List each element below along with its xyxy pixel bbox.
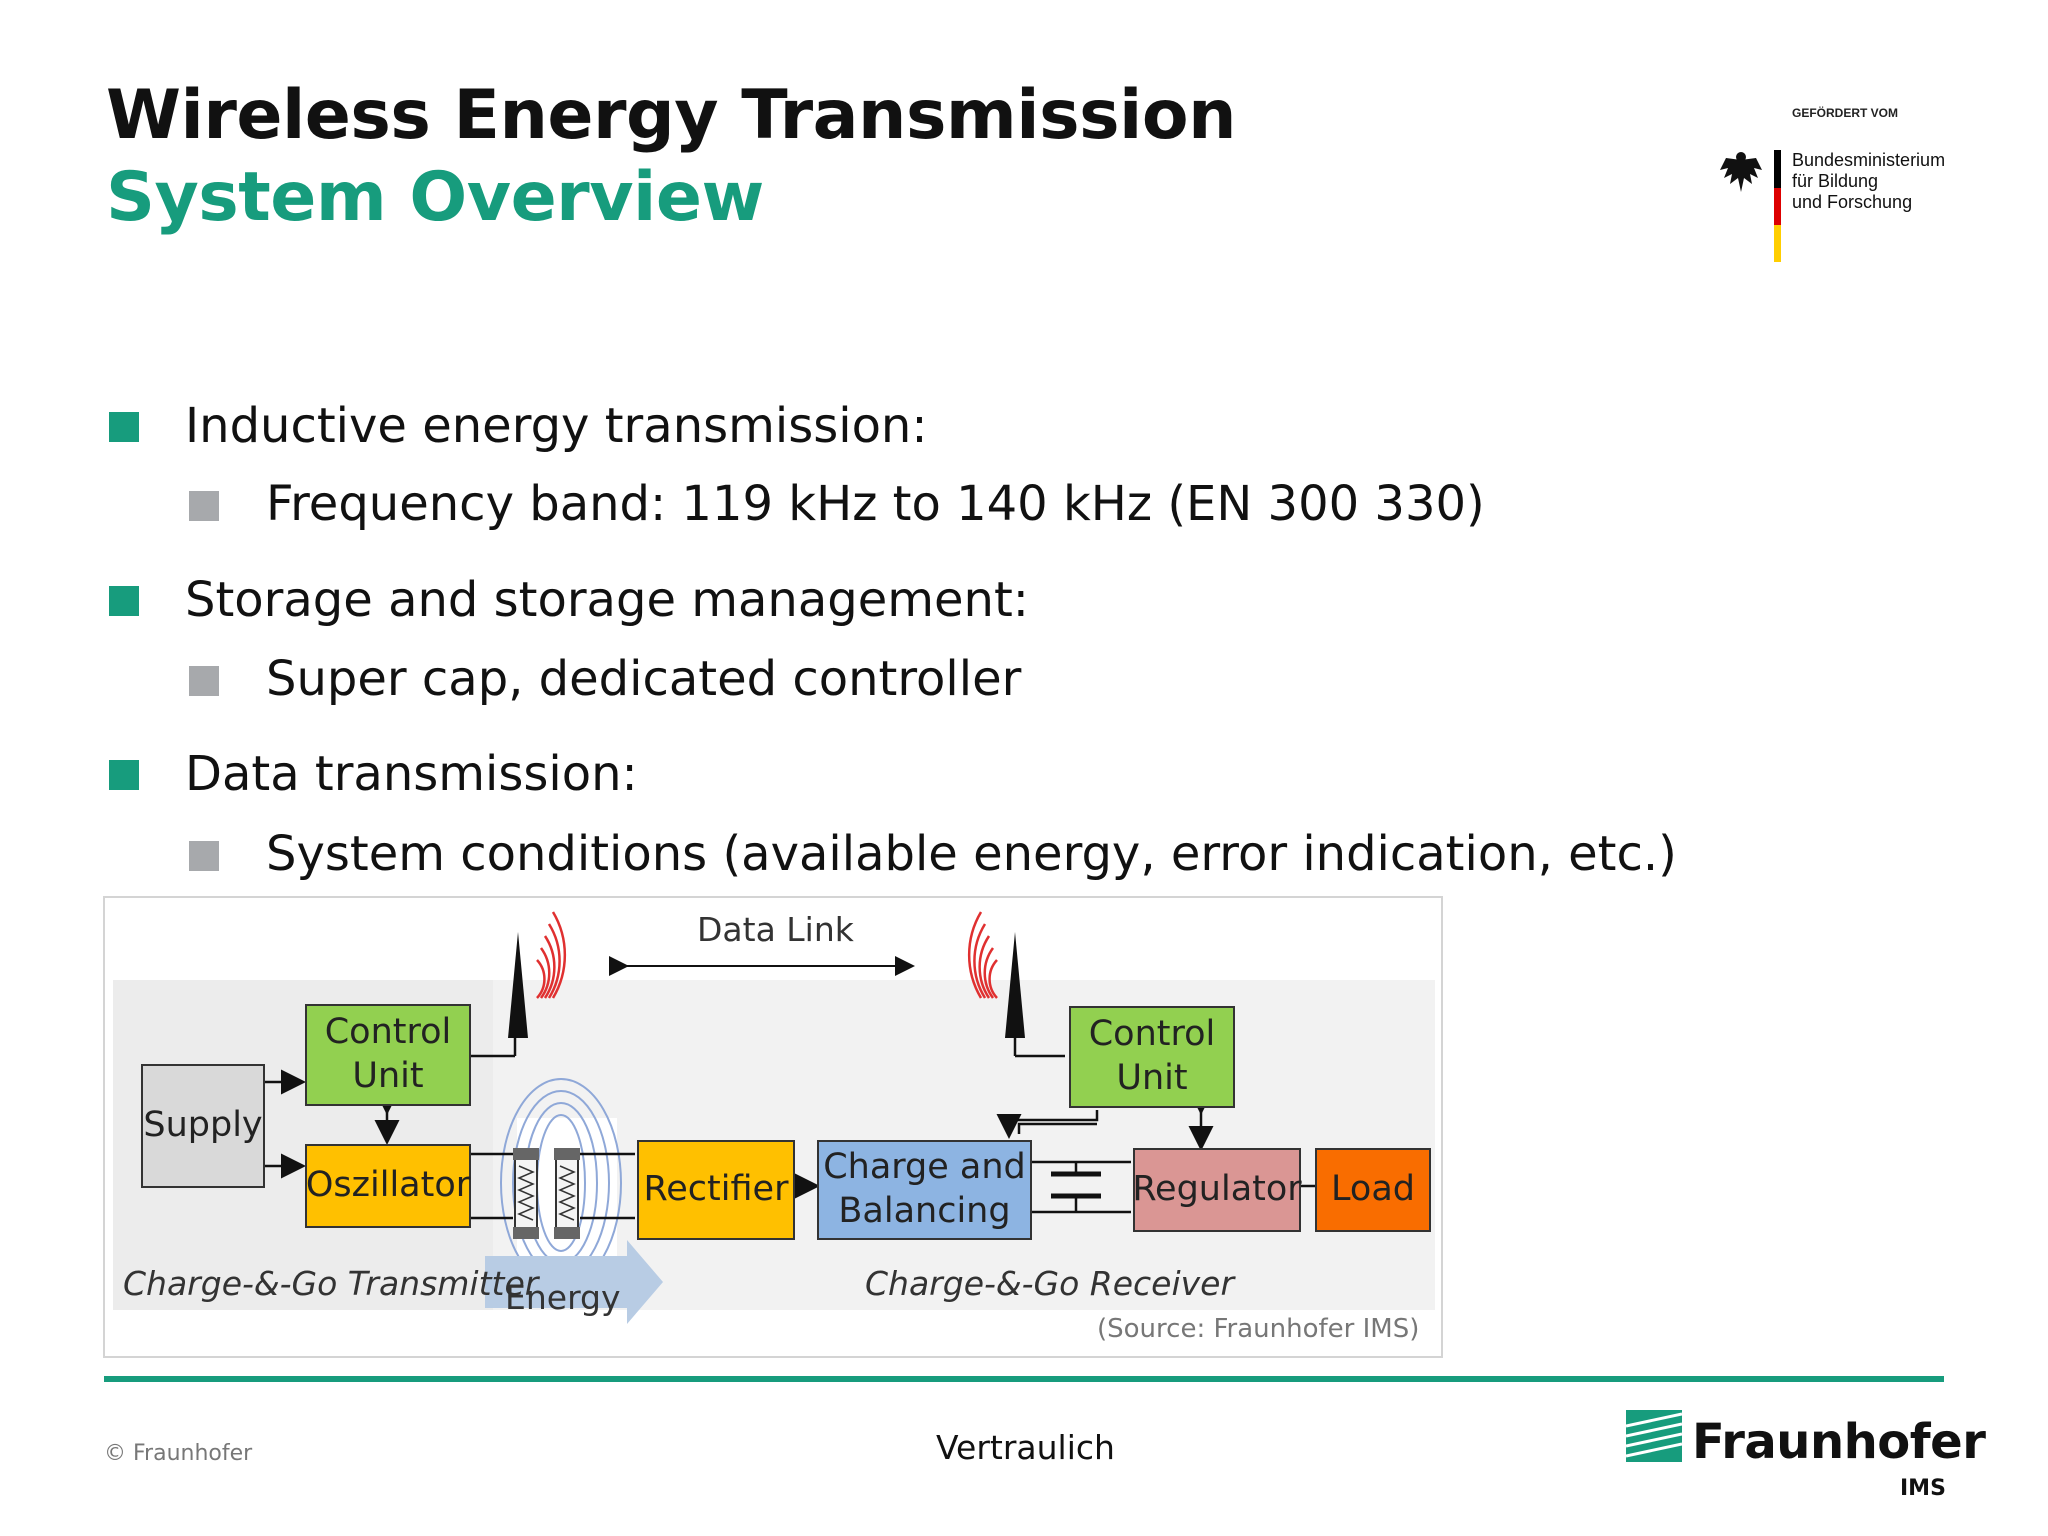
bullet-marker (109, 586, 139, 616)
charge-label-1: Charge and (823, 1147, 1026, 1188)
transmitter-label: Charge-&-Go Transmitter (123, 1264, 539, 1303)
energy-label: Energy (505, 1278, 621, 1317)
oscillator-block: Oszillator (305, 1144, 471, 1228)
federal-eagle-icon (1720, 152, 1762, 192)
supply-block: Supply (141, 1064, 265, 1188)
sponsor-line-1: Bundesministerium (1792, 150, 1946, 170)
receiver-label: Charge-&-Go Receiver (865, 1264, 1235, 1303)
regulator-block: Regulator (1132, 1148, 1302, 1232)
bullet-marker (109, 412, 139, 442)
fraunhofer-logo-icon (1626, 1410, 1682, 1462)
sub-bullet-marker (189, 491, 219, 521)
organization-institute: IMS (1900, 1476, 1946, 1501)
slide-title: Wireless Energy Transmission (106, 76, 1236, 155)
source-credit: (Source: Fraunhofer IMS) (1097, 1314, 1420, 1344)
rx-control-label-1: Control (1088, 1014, 1216, 1055)
receiver-antenna-icon (1005, 932, 1025, 1038)
sponsor-line-2: für Bildung (1792, 171, 1879, 191)
rx-control-label-2: Unit (1116, 1058, 1188, 1098)
tx-control-label-2: Unit (352, 1056, 424, 1096)
rectifier-block: Rectifier (637, 1140, 795, 1240)
sponsor-note: GEFÖRDERT VOM (1792, 106, 1899, 120)
bullet-text: Storage and storage management: (185, 572, 1029, 628)
load-block: Load (1315, 1148, 1431, 1232)
bullet-marker (109, 760, 139, 790)
sub-bullet-text: Super cap, dedicated controller (266, 651, 1022, 707)
transmitter-coil (513, 1148, 539, 1239)
receiver-coil (554, 1148, 580, 1239)
receiver-signal-waves (967, 911, 998, 999)
data-link-label: Data Link (697, 910, 854, 949)
transmitter-antenna-icon (508, 932, 528, 1038)
sub-bullet-marker (189, 666, 219, 696)
slide-subtitle: System Overview (106, 158, 764, 237)
energy-arrow (485, 1240, 663, 1324)
charge-label-2: Balancing (838, 1191, 1011, 1231)
footer-divider (104, 1376, 1944, 1382)
sub-bullet-text: Frequency band: 119 kHz to 140 kHz (EN 3… (266, 476, 1485, 532)
sponsor-line-3: und Forschung (1792, 192, 1913, 212)
sub-bullet-text: System conditions (available energy, err… (266, 826, 1677, 882)
tx-control-label-1: Control (324, 1012, 452, 1053)
sub-bullet-marker (189, 841, 219, 871)
copyright-text: © Fraunhofer (104, 1441, 253, 1466)
confidentiality-label: Vertraulich (936, 1428, 1115, 1467)
transmitter-signal-waves (536, 911, 567, 999)
bullet-text: Inductive energy transmission: (185, 398, 928, 454)
german-flag-stripe (1774, 150, 1781, 262)
control-to-charge-arrow (996, 1110, 1099, 1139)
organization-name: Fraunhofer (1692, 1414, 1986, 1470)
bullet-text: Data transmission: (185, 746, 638, 802)
